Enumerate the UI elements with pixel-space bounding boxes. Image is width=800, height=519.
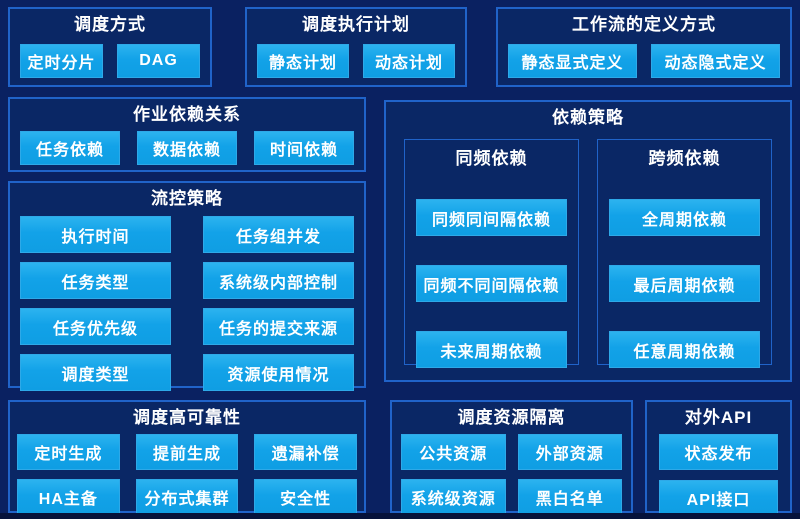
panel-title: 流控策略: [151, 189, 223, 208]
diagram-node: 调度类型: [20, 354, 171, 391]
diagram-node: 系统级内部控制: [203, 262, 354, 299]
diagram-node: 资源使用情况: [203, 354, 354, 391]
node-row: 静态显式定义 动态隐式定义: [498, 36, 790, 78]
diagram-node: 同频不同间隔依赖: [416, 265, 567, 302]
sub-panel-row: 同频依赖 同频同间隔依赖 同频不同间隔依赖 未来周期依赖 跨频依赖 全周期依赖 …: [386, 129, 790, 368]
panel-resource-isolation: 调度资源隔离 公共资源 外部资源 系统级资源 黑白名单: [390, 400, 633, 515]
panel-execution-plan: 调度执行计划 静态计划 动态计划: [245, 7, 467, 87]
node-row: 任务依赖 数据依赖 时间依赖: [10, 126, 364, 165]
panel-workflow-definition: 工作流的定义方式 静态显式定义 动态隐式定义: [496, 7, 792, 87]
diagram-node: 动态计划: [363, 44, 455, 78]
panel-dependency-strategy: 依赖策略 同频依赖 同频同间隔依赖 同频不同间隔依赖 未来周期依赖 跨频依赖 全…: [384, 100, 792, 382]
node-grid: 执行时间 任务组并发 任务类型 系统级内部控制 任务优先级 任务的提交来源 调度…: [10, 210, 364, 391]
diagram-node: 公共资源: [401, 434, 506, 470]
diagram-node: API接口: [659, 480, 778, 516]
bottom-edge-strip: [0, 513, 800, 519]
diagram-node: 任意周期依赖: [609, 331, 760, 368]
diagram-node: 系统级资源: [401, 479, 506, 515]
diagram-node: 黑白名单: [517, 479, 622, 515]
sub-panel-title: 同频依赖: [455, 149, 528, 168]
diagram-node: 最后周期依赖: [609, 265, 760, 302]
node-grid: 公共资源 外部资源 系统级资源 黑白名单: [392, 429, 631, 515]
diagram-node: 静态显式定义: [508, 44, 637, 78]
diagram-node: 未来周期依赖: [416, 331, 567, 368]
panel-title: 依赖策略: [552, 108, 624, 127]
panel-job-dependency: 作业依赖关系 任务依赖 数据依赖 时间依赖: [8, 97, 366, 172]
panel-high-reliability: 调度高可靠性 定时生成 提前生成 遗漏补偿 HA主备 分布式集群 安全性: [8, 400, 366, 515]
diagram-node: 静态计划: [257, 44, 349, 78]
diagram-node: 全周期依赖: [609, 199, 760, 236]
panel-title: 调度方式: [74, 15, 146, 34]
diagram-node: 定时生成: [17, 434, 120, 470]
diagram-node: 数据依赖: [137, 131, 237, 165]
panel-scheduling-method: 调度方式 定时分片 DAG: [8, 7, 212, 87]
sub-panel-title: 跨频依赖: [648, 149, 721, 168]
diagram-node: 分布式集群: [135, 479, 239, 515]
panel-flow-control: 流控策略 执行时间 任务组并发 任务类型 系统级内部控制 任务优先级 任务的提交…: [8, 181, 366, 391]
diagram-node: 任务的提交来源: [203, 308, 354, 345]
diagram-node: 提前生成: [135, 434, 239, 470]
panel-title: 调度高可靠性: [133, 408, 241, 427]
panel-external-api: 对外API 状态发布 API接口: [645, 400, 792, 516]
panel-title: 调度资源隔离: [457, 408, 566, 427]
diagram-node: DAG: [117, 44, 200, 78]
diagram-node: 任务组并发: [203, 216, 354, 253]
diagram-node: 时间依赖: [254, 131, 354, 165]
diagram-node: 状态发布: [659, 434, 778, 470]
sub-panel-same-frequency: 同频依赖 同频同间隔依赖 同频不同间隔依赖 未来周期依赖: [404, 139, 579, 368]
diagram-node: 安全性: [254, 479, 357, 515]
node-grid: 定时生成 提前生成 遗漏补偿 HA主备 分布式集群 安全性: [10, 429, 364, 515]
panel-title: 对外API: [684, 408, 753, 427]
panel-title: 调度执行计划: [302, 15, 410, 34]
diagram-node: 同频同间隔依赖: [416, 199, 567, 236]
panel-title: 工作流的定义方式: [572, 15, 716, 34]
diagram-node: 遗漏补偿: [254, 434, 357, 470]
diagram-node: 任务类型: [20, 262, 171, 299]
diagram-node: 执行时间: [20, 216, 171, 253]
diagram-node: HA主备: [17, 479, 120, 515]
diagram-node: 定时分片: [20, 44, 103, 78]
diagram-node: 外部资源: [517, 434, 622, 470]
node-row: 静态计划 动态计划: [247, 36, 465, 78]
node-stack: 状态发布 API接口: [647, 429, 790, 516]
diagram-node: 任务依赖: [20, 131, 120, 165]
node-row: 定时分片 DAG: [10, 36, 210, 78]
panel-title: 作业依赖关系: [133, 105, 241, 124]
diagram-node: 动态隐式定义: [651, 44, 780, 78]
diagram-node: 任务优先级: [20, 308, 171, 345]
sub-panel-cross-frequency: 跨频依赖 全周期依赖 最后周期依赖 任意周期依赖: [597, 139, 772, 368]
